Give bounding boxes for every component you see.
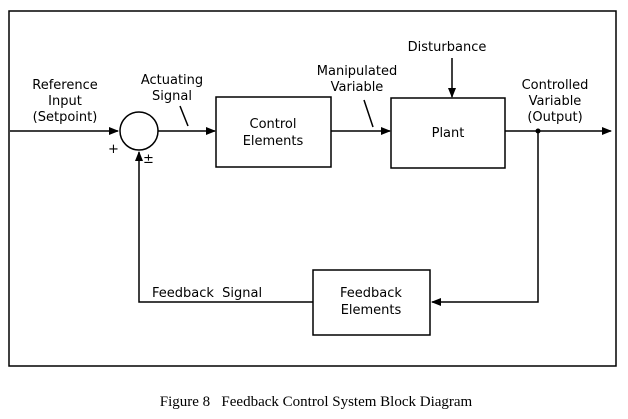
svg-text:Variable: Variable <box>331 80 384 95</box>
svg-text:Variable: Variable <box>529 94 582 109</box>
control-elements-block <box>215 96 332 168</box>
manipulated-variable-label: Manipulated Variable <box>317 64 397 95</box>
plant-label: Plant <box>432 126 465 141</box>
diagram-frame <box>8 10 617 367</box>
svg-text:Reference: Reference <box>32 78 97 93</box>
svg-text:Actuating: Actuating <box>141 73 203 88</box>
feedback-signal-label: Feedback Signal <box>152 286 262 301</box>
plus-sign: + <box>108 142 119 157</box>
svg-text:(Output): (Output) <box>527 110 582 125</box>
svg-text:Elements: Elements <box>243 134 304 149</box>
controlled-variable-label: Controlled Variable (Output) <box>522 78 589 125</box>
figure-caption: Figure 8 Feedback Control System Block D… <box>160 394 473 410</box>
summing-junction <box>119 111 159 151</box>
svg-text:Signal: Signal <box>152 89 192 104</box>
plus-minus-sign: ± <box>143 152 154 167</box>
svg-text:Controlled: Controlled <box>522 78 589 93</box>
svg-text:Control: Control <box>250 117 297 132</box>
disturbance-label: Disturbance <box>408 40 487 55</box>
manipulated-variable-tick <box>363 99 374 128</box>
actuating-signal-tick <box>179 105 189 127</box>
svg-text:Feedback: Feedback <box>340 286 402 301</box>
feedback-signal-path <box>135 151 313 303</box>
reference-input-label: Reference Input (Setpoint) <box>32 78 97 125</box>
svg-text:(Setpoint): (Setpoint) <box>33 110 98 125</box>
svg-text:Manipulated: Manipulated <box>317 64 397 79</box>
plant-block <box>390 97 506 169</box>
feedback-elements-block <box>312 269 431 336</box>
actuating-signal-label: Actuating Signal <box>141 73 203 104</box>
svg-text:Input: Input <box>48 94 82 109</box>
feedback-path-to-block <box>431 131 539 306</box>
feedback-elements-label: Feedback Elements <box>340 286 402 318</box>
svg-text:Elements: Elements <box>341 303 402 318</box>
control-elements-label: Control Elements <box>243 117 304 149</box>
